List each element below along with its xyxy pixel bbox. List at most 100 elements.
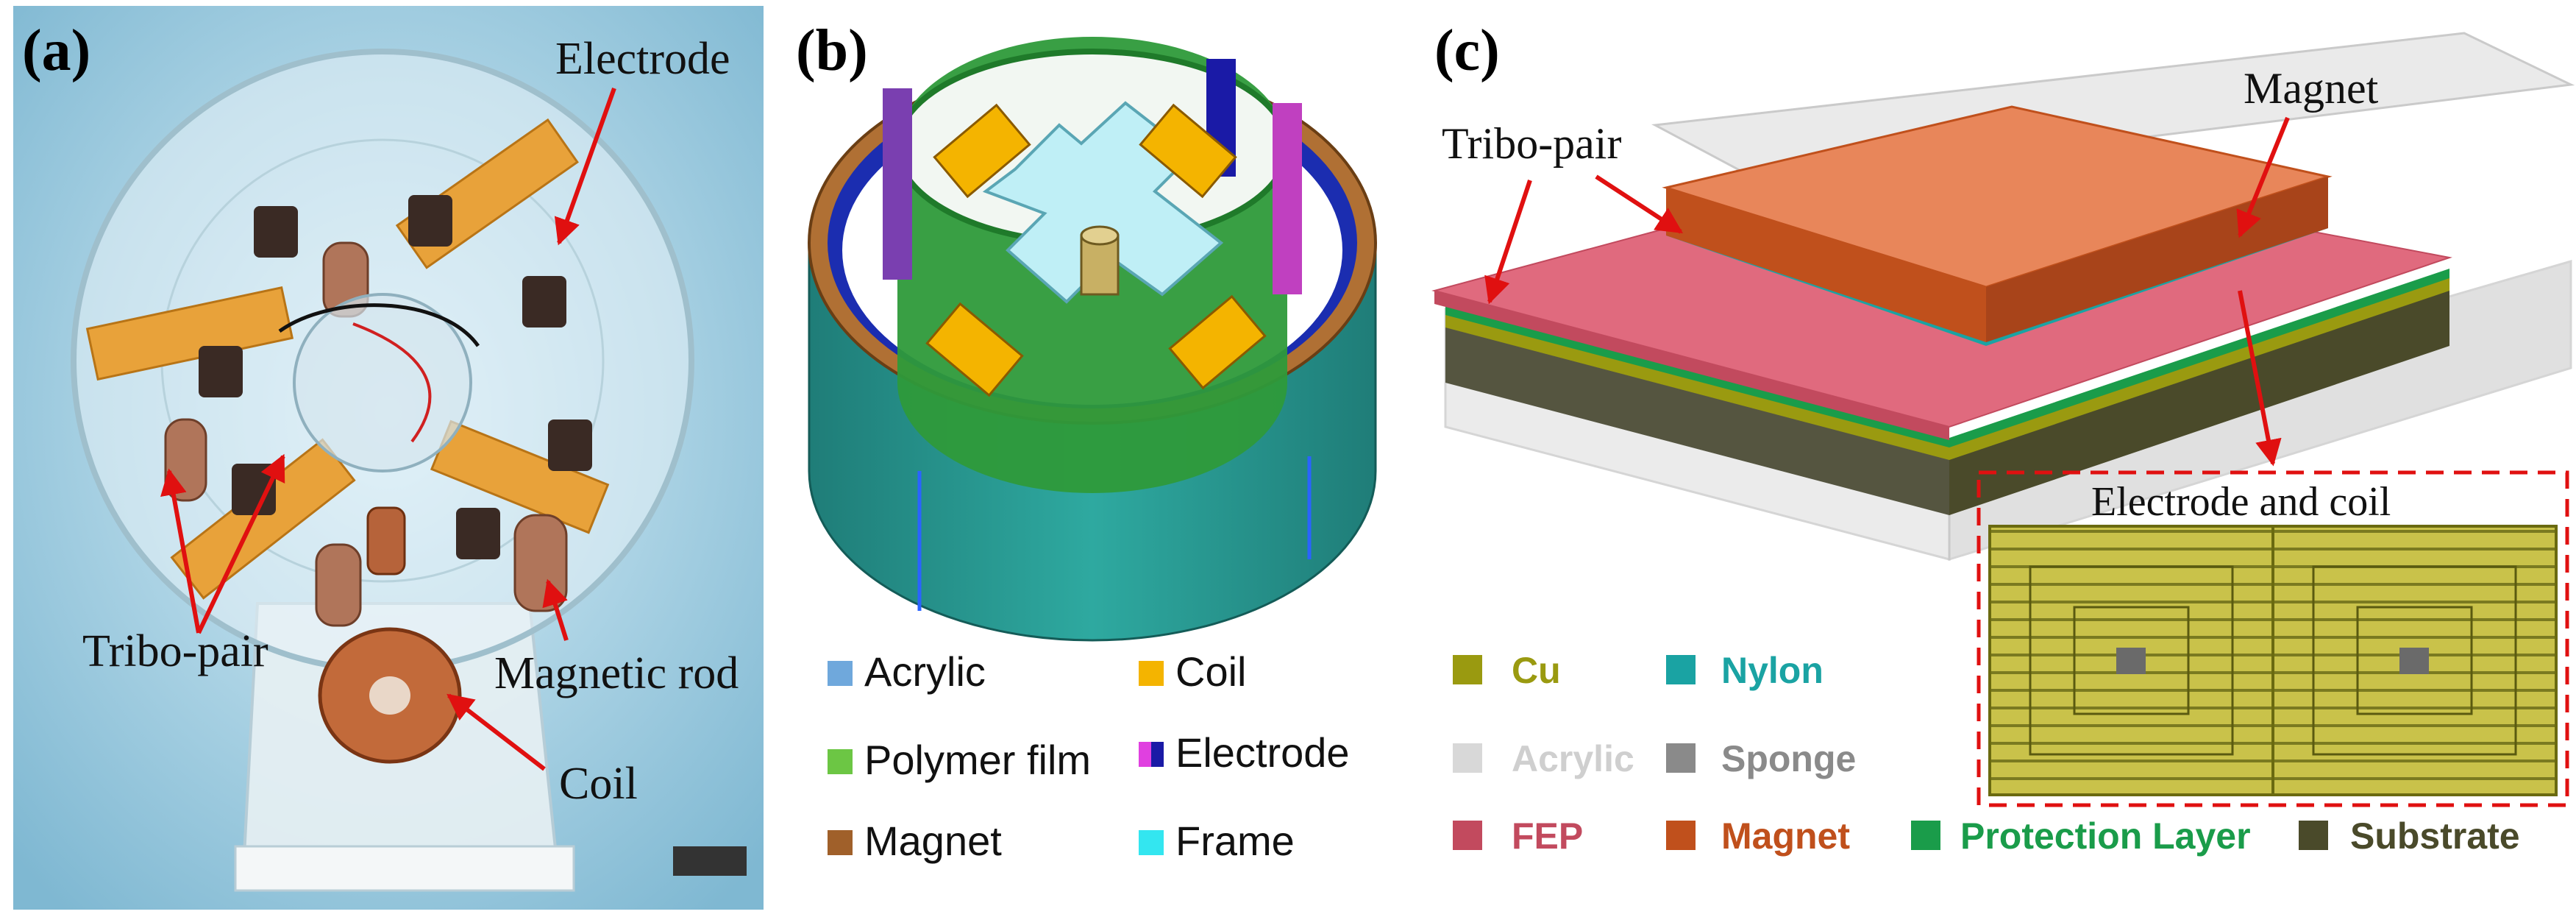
center-coil	[366, 506, 406, 576]
label-electrode: Electrode	[555, 34, 730, 84]
legend-swatch	[1911, 821, 1940, 850]
legend-item-coil: Coil	[1139, 648, 1246, 695]
inset-title: Electrode and coil	[2091, 479, 2391, 525]
legend-swatch	[1151, 742, 1164, 767]
cu-layer	[1445, 276, 2449, 460]
arrow	[446, 693, 546, 771]
magnet-block	[548, 419, 592, 471]
pancake-coil-hole	[369, 676, 410, 715]
coil-stack	[925, 302, 1024, 397]
label-tribo-pair: Tribo-pair	[82, 626, 268, 676]
coil-center	[2116, 648, 2146, 674]
substrate-layer-right	[1949, 287, 2449, 515]
coil-center	[2399, 648, 2429, 674]
arrow	[160, 468, 201, 634]
electrode-segment	[1273, 103, 1302, 294]
magnet-block	[199, 346, 243, 397]
coil-turn	[2312, 565, 2517, 756]
substrate-layer	[1445, 324, 1949, 515]
coil-stack	[933, 103, 1031, 199]
legend-label: Magnet	[864, 818, 1002, 864]
legend-item-nylon: Nylon	[1666, 650, 1824, 691]
legend-c: Cu Nylon Acrylic Sponge FEP Magnet	[1453, 650, 2520, 857]
legend-swatch	[1666, 655, 1696, 684]
legend-label: Cu	[1512, 650, 1561, 691]
legend-swatch	[828, 661, 853, 686]
magnet-block	[254, 206, 298, 258]
magnetic-rod	[513, 514, 568, 612]
arrow	[1595, 174, 1684, 234]
inset-coil-pattern	[1988, 525, 2558, 796]
stand-foot	[234, 845, 575, 892]
legend-label: Substrate	[2350, 815, 2520, 857]
legend-label: Nylon	[1721, 650, 1824, 691]
legend-item-acrylic: Acrylic	[1453, 738, 1634, 779]
electrode-blade	[85, 286, 294, 381]
legend-item-magnet: Magnet	[1666, 815, 1850, 857]
legend-label: Frame	[1175, 818, 1295, 864]
panel-c-arrows	[1484, 116, 2290, 467]
electrode-blades	[85, 118, 610, 600]
legend-item-substrate: Substrate	[2299, 815, 2520, 857]
coil-turn	[2029, 565, 2234, 756]
legend-swatch	[1453, 821, 1482, 850]
label-magnetic-rod: Magnetic rod	[494, 648, 739, 698]
panel-a: (a) Electrode Tribo-pair Magnetic rod Co…	[13, 6, 764, 910]
panel-b: (b) Acrylic	[796, 18, 1377, 864]
legend-item-fep: FEP	[1453, 815, 1583, 857]
legend-swatch	[2299, 821, 2328, 850]
legend-swatch	[1139, 830, 1164, 855]
legend-item-cu: Cu	[1453, 650, 1561, 691]
legend-b: Acrylic Coil Polymer film Electrode Magn…	[828, 648, 1350, 864]
legend-label: FEP	[1512, 815, 1583, 857]
legend-item-frame: Frame	[1139, 818, 1295, 864]
label-tribo-pair-c: Tribo-pair	[1442, 119, 1621, 168]
wire	[352, 322, 432, 443]
fep-layer-front	[1434, 291, 1949, 440]
legend-item-protection-layer: Protection Layer	[1911, 815, 2251, 857]
legend-label: Polymer film	[864, 737, 1091, 783]
label-magnet: Magnet	[2244, 64, 2379, 113]
legend-swatch	[1453, 655, 1482, 684]
coil-turn	[2356, 606, 2473, 715]
legend-swatch	[1139, 661, 1164, 686]
panel-c: (c) Magnet Tribo-pair Electrode and coil	[1431, 18, 2575, 857]
arrow	[542, 578, 569, 641]
legend-item-sponge: Sponge	[1666, 738, 1856, 779]
panel-tag-c: (c)	[1434, 18, 1500, 83]
coil-stacks	[925, 103, 1267, 397]
legend-item-magnet: Magnet	[828, 818, 1002, 864]
legend-item-electrode: Electrode	[1139, 729, 1350, 776]
label-coil: Coil	[559, 759, 638, 809]
magnet-block	[408, 195, 452, 247]
legend-label: Protection Layer	[1960, 815, 2251, 857]
legend-swatch	[1666, 743, 1696, 773]
legend-label: Acrylic	[864, 648, 986, 695]
central-hub	[293, 293, 472, 472]
legend-label: Magnet	[1721, 815, 1850, 857]
arrow	[554, 87, 616, 246]
magnet-blocks	[199, 195, 592, 559]
magnet-front	[1666, 188, 1986, 342]
legend-swatch	[1453, 743, 1482, 773]
coil-stack	[1139, 103, 1237, 199]
arrow	[2236, 116, 2290, 238]
electrode-segment	[883, 88, 912, 280]
legend-label: Sponge	[1721, 738, 1856, 779]
legend-label: Electrode	[1175, 729, 1350, 776]
panel-a-arrows	[160, 87, 616, 771]
magnet-block	[456, 508, 500, 559]
arrow	[196, 453, 285, 634]
legend-label: Acrylic	[1512, 738, 1634, 779]
panel-tag-a: (a)	[22, 18, 90, 83]
coil-stack	[1168, 294, 1267, 390]
panel-tag-b: (b)	[796, 18, 868, 83]
coil-turn	[2073, 606, 2190, 715]
legend-item-acrylic: Acrylic	[828, 648, 986, 695]
legend-label: Coil	[1175, 648, 1246, 695]
legend-swatch	[1666, 821, 1696, 850]
arrow	[1484, 180, 1532, 305]
center-shaft-top	[1080, 225, 1120, 246]
inset-frame	[1977, 470, 2569, 807]
